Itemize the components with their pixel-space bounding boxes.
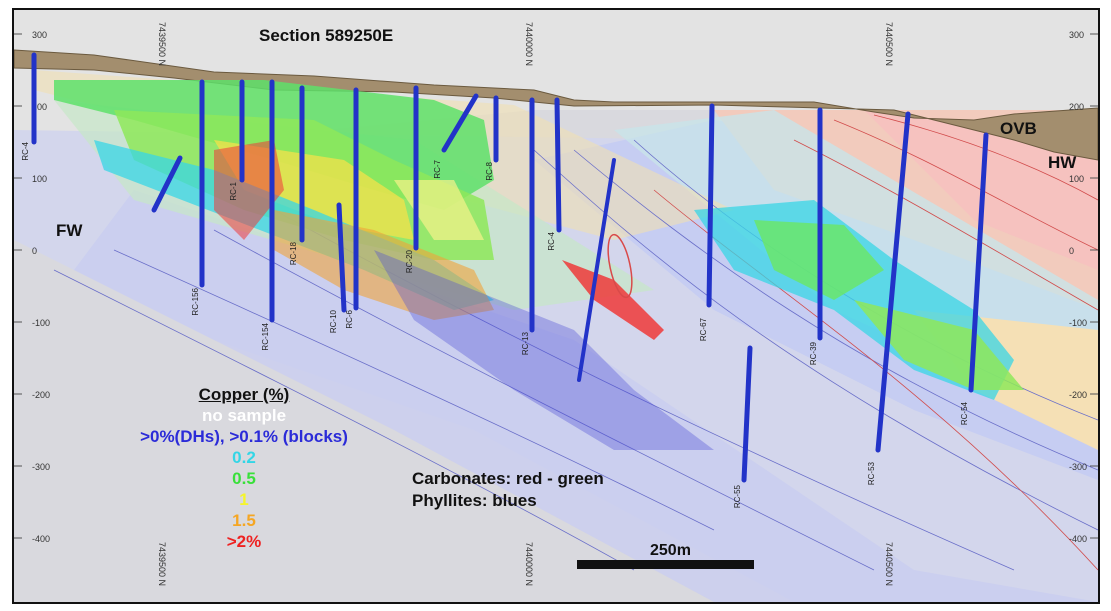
drillhole-label: RC-154 (261, 322, 270, 350)
elevation-tick-left: -300 (32, 462, 50, 472)
section-title: Section 589250E (259, 26, 393, 45)
elevation-tick-left: 0 (32, 246, 37, 256)
carbonates-note: Carbonates: red - green (412, 469, 604, 488)
drillhole-label: RC-54 (960, 401, 969, 425)
legend-item-cyan: 0.2 (232, 448, 256, 467)
northing-tick-top: 7439500 N (157, 22, 167, 66)
drillhole-trace (441, 93, 479, 153)
northing-tick-bottom: 7440500 N (884, 542, 894, 586)
ovb-label: OVB (1000, 119, 1037, 138)
drillhole-label: RC-55 (733, 484, 742, 508)
elevation-tick-left: 200 (32, 102, 47, 112)
drillhole-label: RC-1 (229, 181, 238, 200)
legend-title: Copper (%) (198, 385, 290, 404)
legend-item-no-sample: no sample (201, 406, 287, 425)
northing-tick-bottom: 7440000 N (524, 542, 534, 586)
elevation-tick-right: -400 (1069, 534, 1087, 544)
elevation-tick-right: -100 (1069, 318, 1087, 328)
northing-tick-top: 7440000 N (524, 22, 534, 66)
drillhole-label: RC-39 (809, 341, 818, 365)
legend-item-blue: >0%(DHs), >0.1% (blocks) (140, 427, 348, 446)
drillhole-label: RC-6 (345, 309, 354, 328)
drillhole-trace (968, 132, 989, 393)
drillhole-trace (875, 111, 911, 453)
elevation-tick-left: -200 (32, 390, 50, 400)
drillhole-label: RC-13 (521, 331, 530, 355)
drillhole-label: RC-4 (547, 231, 556, 250)
drillhole-trace (151, 155, 183, 213)
scale-bar-label: 250m (650, 542, 691, 559)
legend-item-red: >2% (226, 532, 262, 551)
drillhole-label: RC-67 (699, 317, 708, 341)
cross-section-figure: 300 300 200 200 100 100 0 0 -100 -100 -200 -200 -300… (12, 8, 1100, 604)
drillhole-trace (336, 202, 347, 313)
elevation-axes: 300 300 200 200 100 100 0 0 -100 -100 -200 -200 -300… (14, 30, 1098, 544)
drillhole-label: RC-20 (405, 249, 414, 273)
lithology-notes: Carbonates: red - green Phyllites: blues (412, 468, 604, 512)
drillhole-trace (577, 158, 616, 382)
elevation-tick-left: -400 (32, 534, 50, 544)
northing-tick-bottom: 7439500 N (157, 542, 167, 586)
phyllites-note: Phyllites: blues (412, 491, 537, 510)
elevation-tick-left: 100 (32, 174, 47, 184)
elevation-tick-right: 300 (1069, 30, 1084, 40)
northing-tick-top: 7440500 N (884, 22, 894, 66)
elevation-tick-left: 300 (32, 30, 47, 40)
drillhole-trace (706, 103, 715, 308)
legend-item-orange: 1.5 (232, 511, 256, 530)
legend-item-green: 0.5 (232, 469, 256, 488)
drillhole-label: RC-4 (21, 141, 30, 160)
elevation-tick-right: -200 (1069, 390, 1087, 400)
drillhole-trace (554, 97, 562, 233)
copper-legend: Copper (%) no sample >0%(DHs), >0.1% (bl… (114, 384, 374, 552)
drillhole-label: RC-8 (485, 161, 494, 180)
hw-label: HW (1048, 153, 1077, 172)
elevation-tick-right: -300 (1069, 462, 1087, 472)
cross-section-canvas: 300 300 200 200 100 100 0 0 -100 -100 -200 -200 -300… (14, 22, 1098, 602)
drillhole-label: RC-7 (433, 159, 442, 178)
scale-bar (577, 560, 754, 569)
drillhole-label: RC-10 (329, 309, 338, 333)
elevation-tick-left: -100 (32, 318, 50, 328)
elevation-tick-right: 0 (1069, 246, 1074, 256)
elevation-tick-right: 100 (1069, 174, 1084, 184)
drillhole-trace (741, 345, 753, 483)
legend-item-yellow: 1 (239, 490, 249, 509)
drillhole-label: RC-156 (191, 287, 200, 315)
northing-axes: 7439500 N 7440000 N 7440500 N 7439500 N 7440… (157, 22, 894, 586)
drillhole-label: RC-53 (867, 461, 876, 485)
elevation-tick-right: 200 (1069, 102, 1084, 112)
fw-label: FW (56, 221, 83, 240)
drillhole-label: RC-18 (289, 241, 298, 265)
